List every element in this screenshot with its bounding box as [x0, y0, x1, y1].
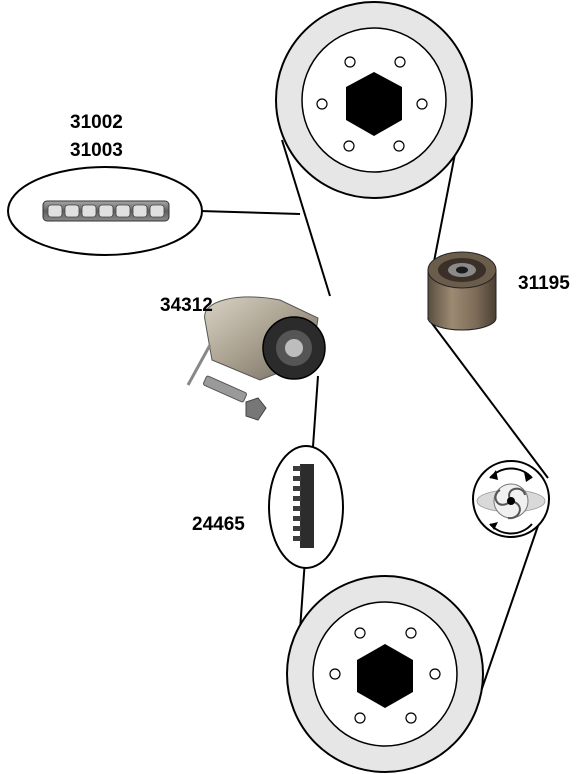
chain-callout: [8, 167, 300, 255]
tensioner-part-number: 34312: [160, 294, 213, 318]
bottom-pulley: [287, 576, 483, 772]
tensioner-bolt-icon: [203, 375, 266, 420]
chain-part-number-b: 31003: [70, 139, 123, 163]
chain-part-number-a: 31002: [70, 111, 123, 135]
top-pulley: [276, 2, 472, 198]
idler-pulley-icon: [428, 252, 496, 330]
belt-callout: [269, 446, 343, 568]
water-pump-icon: [473, 461, 549, 537]
roller-chain-icon: [43, 201, 169, 221]
idler-part-number: 31195: [518, 272, 570, 296]
belt-part-number: 24465: [192, 513, 245, 537]
